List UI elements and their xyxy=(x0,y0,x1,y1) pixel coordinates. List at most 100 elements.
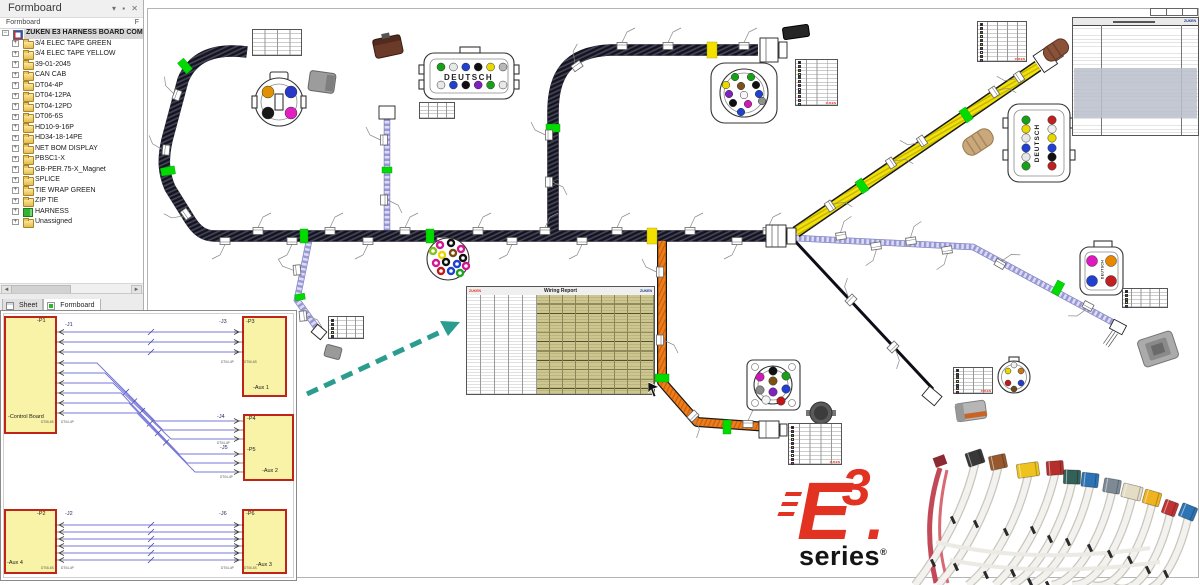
tree-item-tie-wrap-green[interactable]: +TIE WRAP GREEN xyxy=(0,186,143,196)
tie-wrap-clip[interactable] xyxy=(365,126,388,146)
tree-item-can-cab[interactable]: +CAN CAB xyxy=(0,70,143,81)
tie-wrap-clip[interactable] xyxy=(996,64,1026,91)
block-aux4[interactable] xyxy=(4,509,57,574)
tie-wrap-clip[interactable] xyxy=(380,194,403,214)
tie-wrap-clip[interactable] xyxy=(723,237,743,260)
tie-wrap-clip[interactable] xyxy=(904,221,925,246)
tie-wrap-clip[interactable] xyxy=(641,258,664,278)
thin-branch-end-connector xyxy=(921,385,943,407)
pinout-table[interactable]: ZUKEN xyxy=(788,423,842,465)
bom-table[interactable]: ZUKEN xyxy=(1072,17,1199,136)
tie-wrap-clips[interactable] xyxy=(148,27,1095,439)
tie-wrap-clip[interactable] xyxy=(148,135,171,156)
tie-wrap-clip[interactable] xyxy=(399,212,419,235)
tie-wrap-clip[interactable] xyxy=(884,149,914,176)
tree-item-39-01-2045[interactable]: +39-01-2045 xyxy=(0,60,143,70)
tie-wrap-clip[interactable] xyxy=(278,237,298,260)
zuken-mark: ZUKEN xyxy=(829,460,840,464)
panel-title-bar[interactable]: Formboard ▾ ▪ ✕ xyxy=(0,0,143,18)
tree-item-splice[interactable]: +SPLICE xyxy=(0,175,143,186)
tie-wrap-clip[interactable] xyxy=(662,27,682,50)
tree-root[interactable]: −ZUKEN E3 HARNESS BOARD COMPL... xyxy=(0,28,143,40)
tie-wrap-clip[interactable] xyxy=(684,212,704,235)
tie-wrap-clip[interactable] xyxy=(863,241,884,266)
close-icon[interactable]: ✕ xyxy=(131,4,140,13)
connector-face-deutsch4[interactable]: DEUTSCH xyxy=(1079,240,1124,296)
tie-wrap-clip[interactable] xyxy=(324,212,344,235)
tree-item-3-4-elec-tape-yellow[interactable]: +3/4 ELEC TAPE YELLOW xyxy=(0,49,143,60)
wiring-report-table[interactable]: ZUKEN Wiring Report ZUKEN xyxy=(466,286,655,395)
pinout-table[interactable]: ZUKEN xyxy=(977,21,1027,62)
tape-bands[interactable] xyxy=(160,41,1066,435)
connector-face-deutsch12h[interactable]: DEUTSCH xyxy=(418,46,520,100)
tie-wrap-clip[interactable] xyxy=(545,176,568,196)
tie-wrap-clip[interactable] xyxy=(252,212,272,235)
wire-cross-section xyxy=(448,248,458,258)
block-control-board[interactable] xyxy=(4,316,57,434)
cable-tie xyxy=(929,558,937,568)
tree-item-net-bom-display[interactable]: +NET BOM DISPLAY xyxy=(0,144,143,154)
tie-wrap-clip[interactable] xyxy=(539,212,559,235)
tree-item-hd10-9-16p[interactable]: +HD10-9-16P xyxy=(0,123,143,133)
tie-wrap-clip[interactable] xyxy=(834,216,855,241)
sheet-icon xyxy=(6,301,14,310)
tie-wrap-clip[interactable] xyxy=(835,277,863,307)
tree-item-dt04-4p[interactable]: +DT04-4P xyxy=(0,81,143,91)
pinout-table[interactable]: ZUKEN xyxy=(795,59,838,106)
tree-item-gb-per-75-x-magnet[interactable]: +GB-PER.75-X_Magnet xyxy=(0,165,143,175)
connector-face-deutsch12v[interactable]: DEUTSCH xyxy=(1002,103,1076,183)
tie-wrap-clip[interactable] xyxy=(1068,297,1095,324)
block-aux3[interactable] xyxy=(242,509,287,574)
formboard-icon xyxy=(47,301,56,310)
tree-item-pbsc1-x[interactable]: +PBSC1-X xyxy=(0,154,143,165)
pinout-table[interactable]: ZUKEN xyxy=(953,367,993,394)
tie-wrap-clip[interactable] xyxy=(568,237,588,260)
connector-pin xyxy=(461,80,471,90)
tie-wrap-clip[interactable] xyxy=(298,309,323,329)
tree-item-unassigned[interactable]: +Unassigned xyxy=(0,217,143,228)
pin-icon[interactable]: ▪ xyxy=(122,4,128,13)
dropdown-icon[interactable]: ▾ xyxy=(111,4,118,13)
tree-item-dt06-6s[interactable]: +DT06-6S xyxy=(0,112,143,123)
tree-item-zip-tie[interactable]: +ZIP TIE xyxy=(0,196,143,207)
tie-wrap-clip[interactable] xyxy=(277,257,302,277)
tree-item-dt04-12pd[interactable]: +DT04-12PD xyxy=(0,102,143,112)
pinout-table[interactable] xyxy=(419,102,455,119)
tie-wrap-clip[interactable] xyxy=(656,334,679,354)
pinout-table[interactable] xyxy=(1122,288,1168,308)
tie-wrap-clip[interactable] xyxy=(472,212,492,235)
tie-wrap-clip[interactable] xyxy=(563,43,590,73)
wire-color-chip xyxy=(797,68,801,72)
pinout-table[interactable] xyxy=(328,316,364,339)
block-aux2[interactable] xyxy=(243,414,294,481)
tie-wrap-clip[interactable] xyxy=(899,128,929,155)
top-end-connector xyxy=(759,37,788,63)
tie-wrap-clip[interactable] xyxy=(987,78,1017,105)
photo-connector xyxy=(1161,499,1179,517)
tree-item-dt04-12pa[interactable]: +DT04-12PA xyxy=(0,91,143,102)
tie-wrap-clip[interactable] xyxy=(681,409,709,439)
tie-wrap-clip[interactable] xyxy=(823,192,853,219)
render-dt06-plug xyxy=(954,399,988,423)
formboard-sheet[interactable] xyxy=(147,8,1199,578)
tie-wrap-clip[interactable] xyxy=(616,27,636,50)
tree-item-3-4-elec-tape-green[interactable]: +3/4 ELEC TAPE GREEN xyxy=(0,39,143,49)
tie-wrap-clip[interactable] xyxy=(158,76,184,102)
pinout-table[interactable] xyxy=(252,29,302,56)
tie-wrap-clip[interactable] xyxy=(738,27,758,50)
tie-wrap-clip[interactable] xyxy=(881,340,909,370)
tie-wrap-clip[interactable] xyxy=(993,246,1021,274)
tree-item-harness[interactable]: +HARNESS xyxy=(0,207,143,217)
wire-cross-section xyxy=(458,253,468,263)
tie-wrap-clip[interactable] xyxy=(163,201,193,228)
tie-wrap-clip[interactable] xyxy=(354,237,374,260)
tie-wrap-clip[interactable] xyxy=(211,237,231,260)
tie-wrap-clip[interactable] xyxy=(530,121,553,141)
tie-wrap-clip[interactable] xyxy=(611,212,631,235)
tie-wrap-clip[interactable] xyxy=(498,237,518,260)
tree-item-hd34-18-14pe[interactable]: +HD34-18-14PE xyxy=(0,133,143,144)
block-aux1[interactable] xyxy=(242,316,287,397)
branch-end-connectors[interactable] xyxy=(310,37,1128,439)
tie-wrap-clip[interactable] xyxy=(934,245,955,270)
